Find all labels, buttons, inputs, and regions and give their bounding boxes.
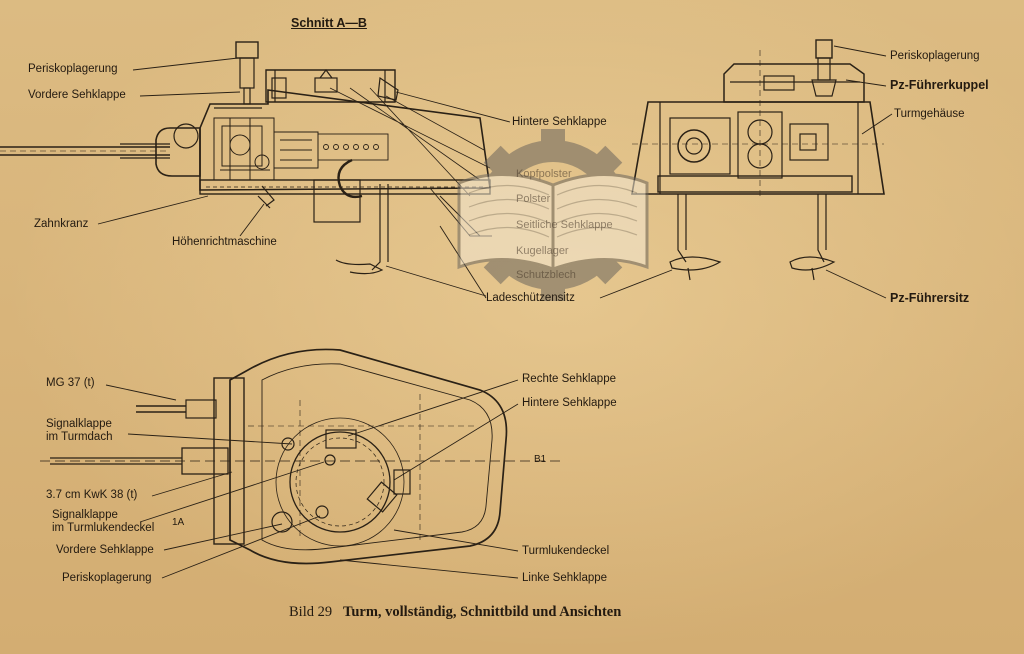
label-fuehrerkuppel: Pz-Führerkuppel xyxy=(890,78,989,92)
section-mark-b: B1 xyxy=(534,454,547,465)
section-title: Schnitt A—B xyxy=(291,16,367,30)
label-turmlukendeckel: Turmlukendeckel xyxy=(522,545,610,557)
label-signalklappe-turmdach: Signalklappe im Turmdach xyxy=(46,418,113,443)
section-mark-a: 1A xyxy=(172,517,185,528)
label-front-periskoplagerung: Periskoplagerung xyxy=(890,50,980,62)
label-side-periskoplagerung: Periskoplagerung xyxy=(28,63,118,75)
label-kopfpolster: Kopfpolster xyxy=(516,168,572,180)
label-kugellager: Kugellager xyxy=(516,245,569,257)
label-polster: Polster xyxy=(516,193,551,205)
label-rechte-sehklappe: Rechte Sehklappe xyxy=(522,373,616,385)
leader-lines xyxy=(97,45,893,579)
label-ladeschuetzensitz: Ladeschützensitz xyxy=(486,292,575,304)
label-signalklappe-turmlukendeckel: Signalklappe im Turmlukendeckel xyxy=(52,509,155,534)
watermark-gear-book-logo xyxy=(457,129,649,301)
plan-view xyxy=(40,348,560,565)
label-mg37: MG 37 (t) xyxy=(46,377,95,389)
label-kwk38: 3.7 cm KwK 38 (t) xyxy=(46,489,138,501)
label-zahnkranz: Zahnkranz xyxy=(34,218,89,230)
label-hoehenrichtmaschine: Höhenrichtmaschine xyxy=(172,236,277,248)
figure-number: Bild 29 xyxy=(289,604,333,620)
label-plan-hintere-sehklappe: Hintere Sehklappe xyxy=(522,397,617,409)
label-schutzblech: Schutzblech xyxy=(516,269,576,281)
front-view xyxy=(631,39,885,281)
label-turmgehaeuse: Turmgehäuse xyxy=(894,108,965,120)
label-linke-sehklappe: Linke Sehklappe xyxy=(522,572,608,584)
label-plan-periskoplagerung: Periskoplagerung xyxy=(62,572,152,584)
label-seitliche-sehklappe: Seitliche Sehklappe xyxy=(516,219,613,231)
label-plan-vordere-sehklappe: Vordere Sehklappe xyxy=(56,544,154,556)
figure-caption-text: Turm, vollständig, Schnittbild und Ansic… xyxy=(342,604,622,620)
label-side-hintere-sehklappe: Hintere Sehklappe xyxy=(512,116,607,128)
side-section-view xyxy=(0,41,492,275)
figure-caption: Bild 29 Turm, vollständig, Schnittbild u… xyxy=(289,604,621,621)
label-side-vordere-sehklappe: Vordere Sehklappe xyxy=(28,89,126,101)
label-fuehrersitz: Pz-Führersitz xyxy=(890,291,970,305)
